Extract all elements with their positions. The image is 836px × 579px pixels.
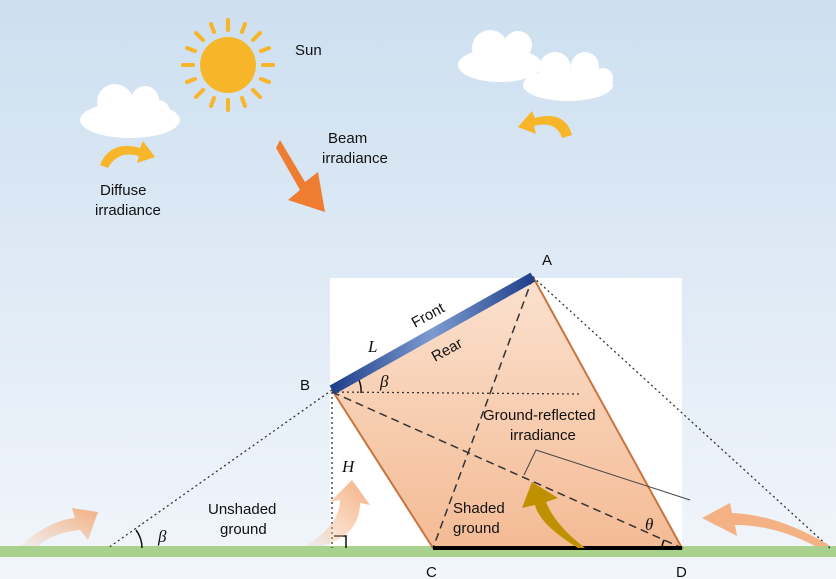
point-c-label: C: [426, 564, 437, 579]
unshaded-label-line2: ground: [220, 521, 267, 538]
reflected-arrow-icon: [702, 503, 830, 546]
beam-label-line1: Beam: [328, 130, 367, 147]
sun-icon: [181, 18, 275, 112]
diffuse-arrow-icon: [518, 111, 572, 138]
shaded-label-line2: ground: [453, 520, 500, 537]
cloud-icon: [80, 84, 180, 138]
dotted-guide-lines: [107, 276, 831, 549]
diffuse-label-line1: Diffuse: [100, 182, 146, 199]
point-b-label: B: [300, 377, 310, 394]
ground: [0, 546, 836, 557]
unshaded-label-line1: Unshaded: [208, 501, 276, 518]
ground-reflected-label-line2: irradiance: [510, 427, 576, 444]
beta-label: β: [379, 372, 389, 391]
diffuse-label-line2: irradiance: [95, 202, 161, 219]
shaded-label-line1: Shaded: [453, 500, 505, 517]
beta-ground-label: β: [157, 527, 167, 546]
reflected-arrow-icon: [20, 508, 98, 546]
leader-line: [523, 449, 691, 501]
point-a-label: A: [542, 252, 552, 269]
ground-reflected-label-line1: Ground-reflected: [483, 407, 596, 424]
pv-panel: [329, 272, 536, 395]
beam-label-line2: irradiance: [322, 150, 388, 167]
beam-arrow-icon: [276, 140, 325, 212]
beta-ground-angle-arc: [135, 529, 143, 549]
dashed-view-lines: [331, 276, 683, 549]
length-label: L: [367, 337, 377, 356]
diffuse-arrow-icon: [100, 141, 155, 168]
reflected-arrow-icon: [305, 480, 370, 546]
cloud-icon: [458, 30, 613, 101]
theta-label: θ: [645, 515, 653, 534]
height-label: H: [341, 457, 356, 476]
sun-label: Sun: [295, 42, 322, 59]
point-d-label: D: [676, 564, 687, 579]
ground-reflected-arrow-icon: [522, 482, 585, 548]
